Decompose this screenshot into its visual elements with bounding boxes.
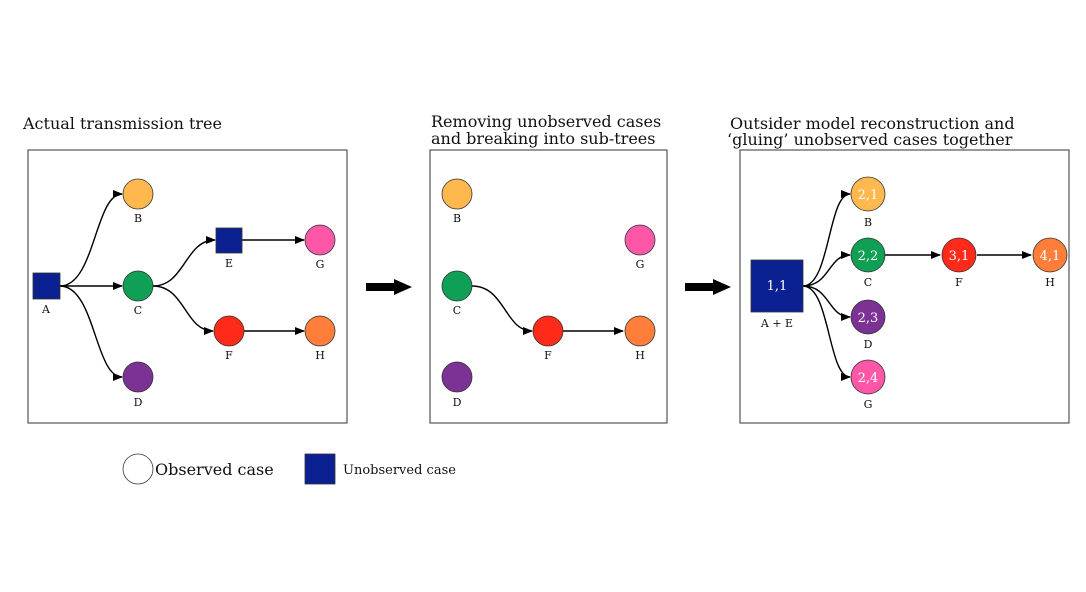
node3-F [941, 237, 977, 273]
node3-H-label: H [1045, 276, 1055, 289]
node2-D-label: D [453, 396, 462, 409]
panel1-edges [59, 190, 305, 381]
node-A [32, 272, 61, 300]
node3-AE-inner: 1,1 [767, 279, 788, 294]
node-H-label: H [315, 349, 325, 362]
node2-B-label: B [453, 212, 461, 225]
panel2-title-line2: and breaking into sub-trees [431, 129, 655, 148]
node3-B [850, 176, 886, 212]
node-F-label: F [225, 349, 233, 362]
node2-F [532, 315, 564, 347]
legend-observed-swatch [122, 453, 154, 485]
panel3-edges [802, 190, 1032, 381]
node-H [304, 315, 336, 347]
node3-B-label: B [864, 216, 872, 229]
panel1-nodes: A B C D E F G H [32, 178, 336, 409]
panel1-title: Actual transmission tree [22, 114, 222, 133]
node3-H [1032, 237, 1068, 273]
legend-observed-label: Observed case [155, 460, 274, 479]
edge-C-F [152, 285, 214, 335]
node2-H [624, 315, 656, 347]
node3-F-label: F [955, 276, 963, 289]
node3-F-inner: 3,1 [949, 249, 970, 264]
node3-AE [750, 259, 804, 313]
node3-C-inner: 2,2 [858, 249, 879, 264]
edge3-AE-C [802, 251, 851, 287]
node-F [213, 315, 245, 347]
legend-unobserved-label: Unobserved case [343, 463, 456, 478]
big-arrow-1 [366, 279, 412, 295]
big-arrow-2 [685, 279, 731, 295]
node-D [122, 361, 154, 393]
node3-G [850, 359, 886, 395]
node2-F-label: F [544, 349, 552, 362]
edge-A-B [59, 190, 123, 287]
node3-C [850, 237, 886, 273]
node2-B [441, 178, 473, 210]
edge3-AE-D [802, 285, 851, 321]
panel2-edges [471, 285, 624, 335]
node2-C-label: C [453, 304, 461, 317]
node-B [122, 178, 154, 210]
panel2-nodes: B C D F G H [441, 178, 656, 409]
edge2-C-F [471, 285, 533, 335]
node3-AE-label: A + E [760, 317, 793, 330]
panel3-title-line2: ‘gluing’ unobserved cases together [727, 130, 1013, 149]
node-B-label: B [134, 212, 142, 225]
node-G-label: G [316, 258, 325, 271]
panel2-title-line1: Removing unobserved cases [431, 112, 661, 131]
node-E [215, 227, 243, 254]
node2-H-label: H [635, 349, 645, 362]
legend: Observed case Unobserved case [122, 453, 456, 485]
node3-G-label: G [864, 398, 873, 411]
node-C-label: C [134, 304, 142, 317]
node3-B-inner: 2,1 [858, 188, 879, 203]
node3-G-inner: 2,4 [858, 371, 879, 386]
node-D-label: D [134, 396, 143, 409]
edge-A-D [59, 285, 123, 381]
node2-G-label: G [636, 258, 645, 271]
node-A-label: A [41, 303, 51, 316]
node2-C [441, 270, 473, 302]
edge-C-E [152, 236, 216, 287]
edge3-AE-G [802, 285, 851, 381]
node2-D [441, 361, 473, 393]
node-C [122, 270, 154, 302]
node-E-label: E [225, 257, 233, 270]
node3-C-label: C [864, 276, 872, 289]
node-G [304, 224, 336, 256]
legend-unobserved-swatch [304, 453, 336, 485]
edge3-AE-B [802, 190, 851, 287]
panel3-title-line1: Outsider model reconstruction and [730, 114, 1015, 133]
node3-D-label: D [864, 338, 873, 351]
panel3-nodes: 1,1 A + E 2,1 B 2,2 C 2,3 D 2,4 G 3,1 F … [750, 176, 1068, 411]
node2-G [624, 224, 656, 256]
node3-D [850, 299, 886, 335]
node3-D-inner: 2,3 [858, 311, 879, 326]
node3-H-inner: 4,1 [1040, 249, 1061, 264]
